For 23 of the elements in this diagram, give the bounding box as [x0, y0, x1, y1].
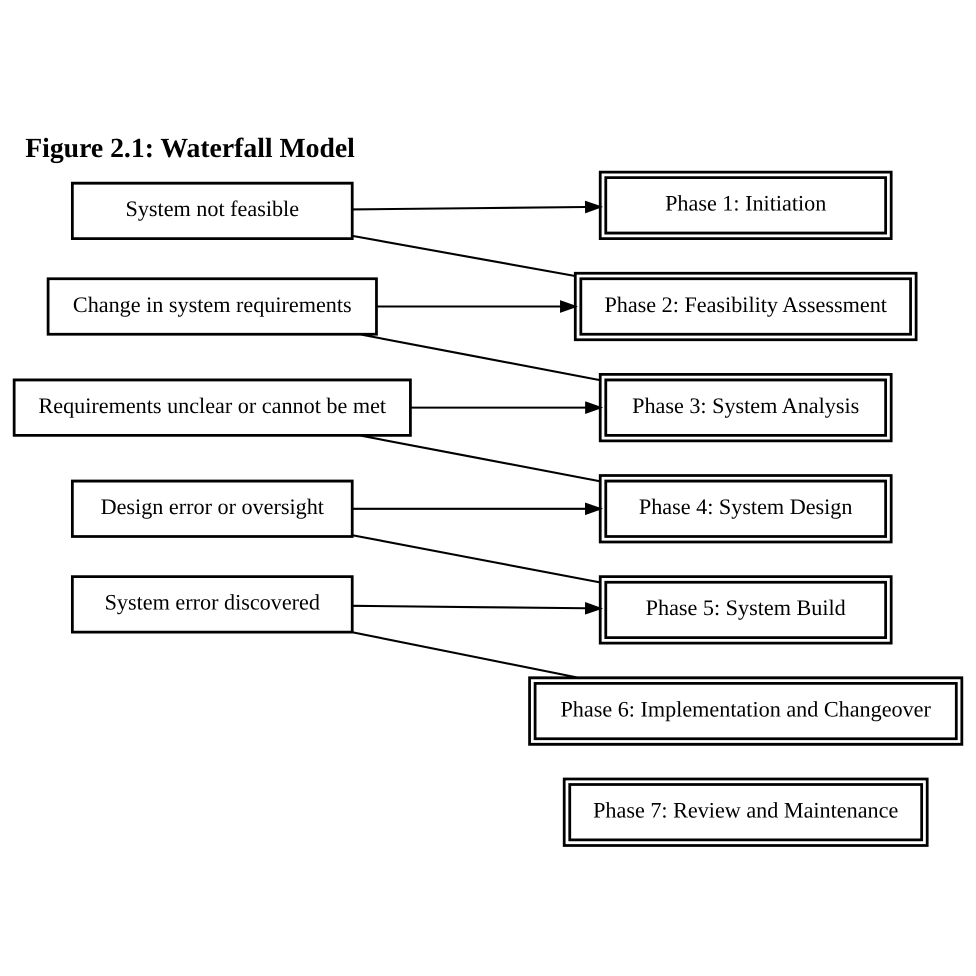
- node-box: Phase 5: System Build: [598, 575, 893, 645]
- node-box: Phase 4: System Design: [598, 474, 893, 544]
- arrow: [352, 200, 604, 214]
- arrow: [352, 602, 604, 615]
- node-box: System error discovered: [70, 575, 354, 634]
- connector: [352, 534, 600, 584]
- node-box: Phase 6: Implementation and Changeover: [528, 676, 964, 746]
- node-box: Phase 3: System Analysis: [598, 373, 893, 442]
- arrow: [352, 502, 604, 516]
- connector: [352, 631, 579, 679]
- node-box: System not feasible: [70, 182, 354, 240]
- node-box: Change in system requirements: [46, 277, 378, 336]
- arrow: [410, 401, 604, 414]
- connector: [359, 434, 600, 482]
- connector: [352, 234, 576, 278]
- diagram-title: Figure 2.1: Waterfall Model: [25, 132, 355, 163]
- node-box: Requirements unclear or cannot be met: [12, 378, 412, 437]
- node-box: Phase 2: Feasibility Assessment: [574, 272, 918, 342]
- node-box: Design error or oversight: [70, 480, 354, 538]
- node-box: Phase 7: Review and Maintenance: [562, 778, 929, 847]
- connector: [359, 333, 600, 382]
- node-box: Phase 1: Initiation: [598, 170, 893, 240]
- arrow: [376, 300, 578, 313]
